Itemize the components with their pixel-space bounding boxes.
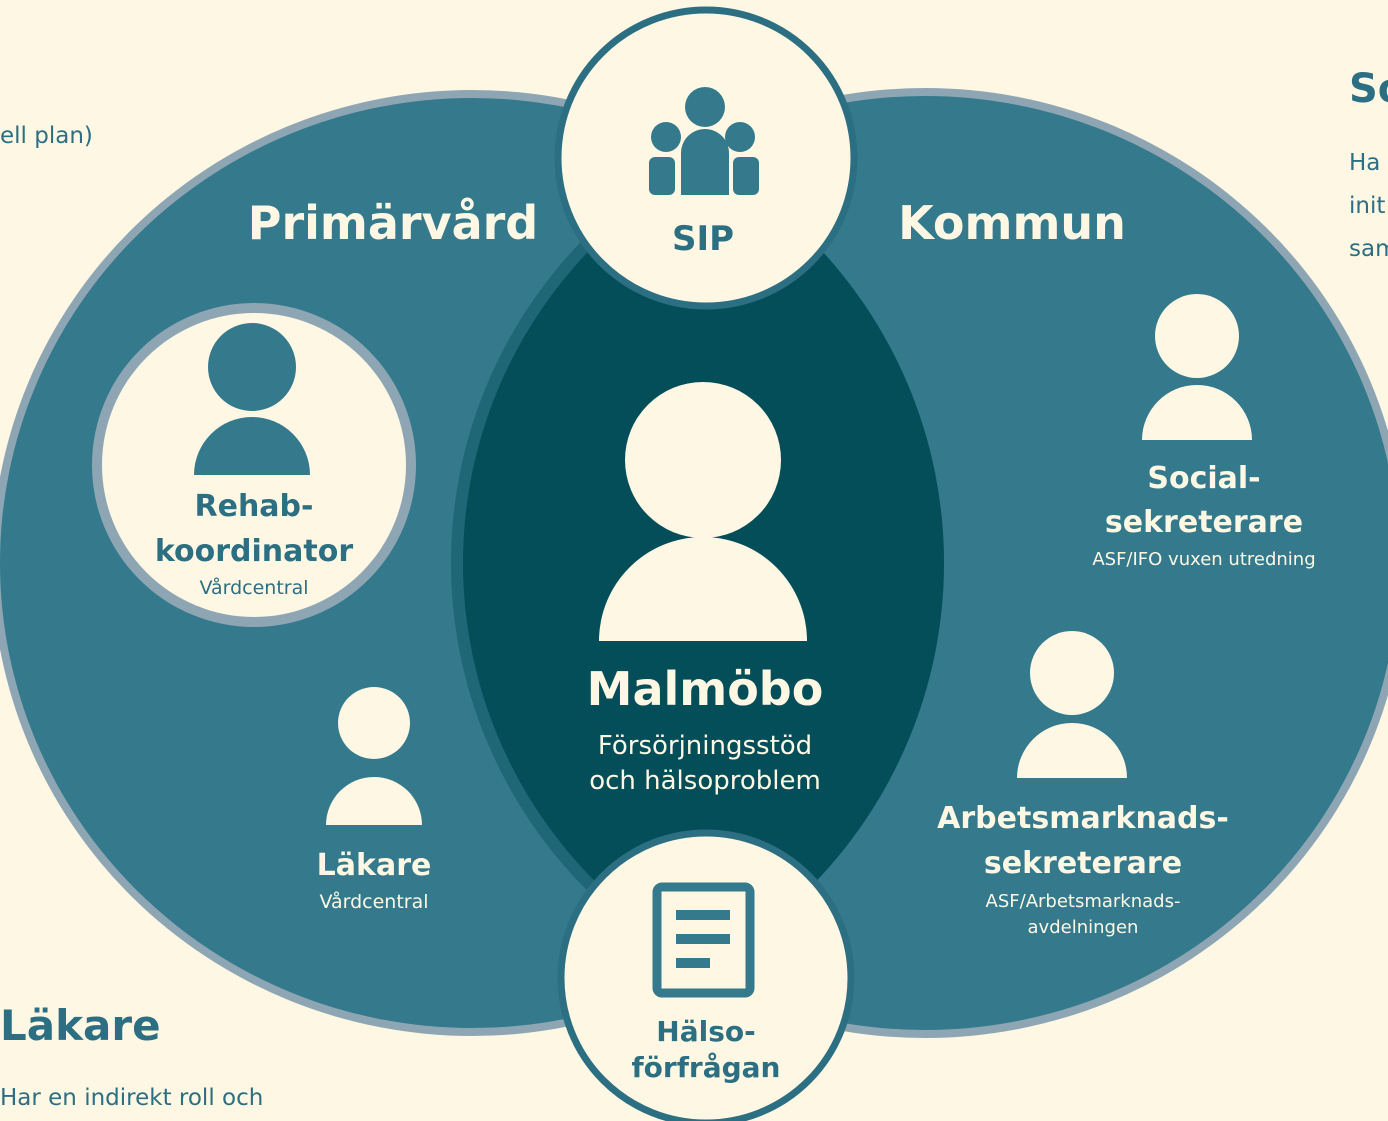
halso-circle: [557, 829, 855, 1121]
lakare-title: Läkare: [317, 848, 432, 883]
arbets-label-line-2: sekreterare: [984, 846, 1182, 881]
person-icon: [1017, 631, 1127, 778]
arbets-sublabel-2: avdelningen: [1028, 917, 1139, 938]
malmobo-title: Malmöbo: [587, 662, 824, 716]
person-icon: [599, 382, 807, 641]
sip-label: SIP: [672, 219, 734, 259]
bottom-left-line-1: Har en indirekt roll och: [0, 1085, 263, 1111]
right-partial-title: So: [1349, 66, 1388, 112]
arbets-sublabel-1: ASF/Arbetsmarknads-: [986, 891, 1181, 912]
person-icon: [1142, 294, 1252, 440]
left-partial-text: ell plan): [0, 123, 93, 149]
social-label-line-2: sekreterare: [1105, 505, 1303, 540]
rehab-label-line-1: Rehab-: [195, 489, 314, 524]
halsoforfragan-node: Hälso- förfrågan: [557, 829, 855, 1121]
halso-label-line-2: förfrågan: [632, 1051, 781, 1084]
malmobo-node: Malmöbo Försörjningsstöd och hälsoproble…: [587, 382, 824, 796]
malmobo-line-2: och hälsoproblem: [589, 766, 821, 796]
person-icon: [326, 687, 422, 825]
rehab-label-line-2: koordinator: [155, 534, 353, 569]
socialsekreterare-node: Social- sekreterare ASF/IFO vuxen utredn…: [1092, 294, 1316, 570]
lakare-sublabel: Vårdcentral: [319, 890, 428, 913]
arbetsmarknadssekreterare-node: Arbetsmarknads- sekreterare ASF/Arbetsma…: [937, 631, 1229, 938]
right-partial-line-2: init: [1349, 193, 1385, 219]
social-sublabel: ASF/IFO vuxen utredning: [1092, 549, 1315, 570]
bottom-left-title: Läkare: [0, 1001, 161, 1050]
kommun-title: Kommun: [898, 196, 1126, 250]
lakare-node: Läkare Vårdcentral: [317, 687, 432, 913]
right-partial-line-3: sam: [1349, 236, 1388, 262]
malmobo-line-1: Försörjningsstöd: [598, 731, 812, 761]
document-icon: [652, 882, 755, 998]
malmobo-region: [463, 108, 944, 1018]
social-label-line-1: Social-: [1147, 461, 1260, 496]
arbets-label-line-1: Arbetsmarknads-: [937, 801, 1229, 836]
right-partial-line-1: Ha: [1349, 150, 1380, 176]
group-people-icon: [649, 87, 759, 195]
sip-node: SIP: [554, 6, 858, 310]
person-icon: [194, 323, 310, 475]
primarvard-title: Primärvård: [248, 196, 538, 250]
halso-label-line-1: Hälso-: [656, 1015, 755, 1048]
rehab-koordinator-node: Rehab- koordinator Vårdcentral: [92, 303, 416, 627]
rehab-sublabel: Vårdcentral: [199, 576, 308, 599]
